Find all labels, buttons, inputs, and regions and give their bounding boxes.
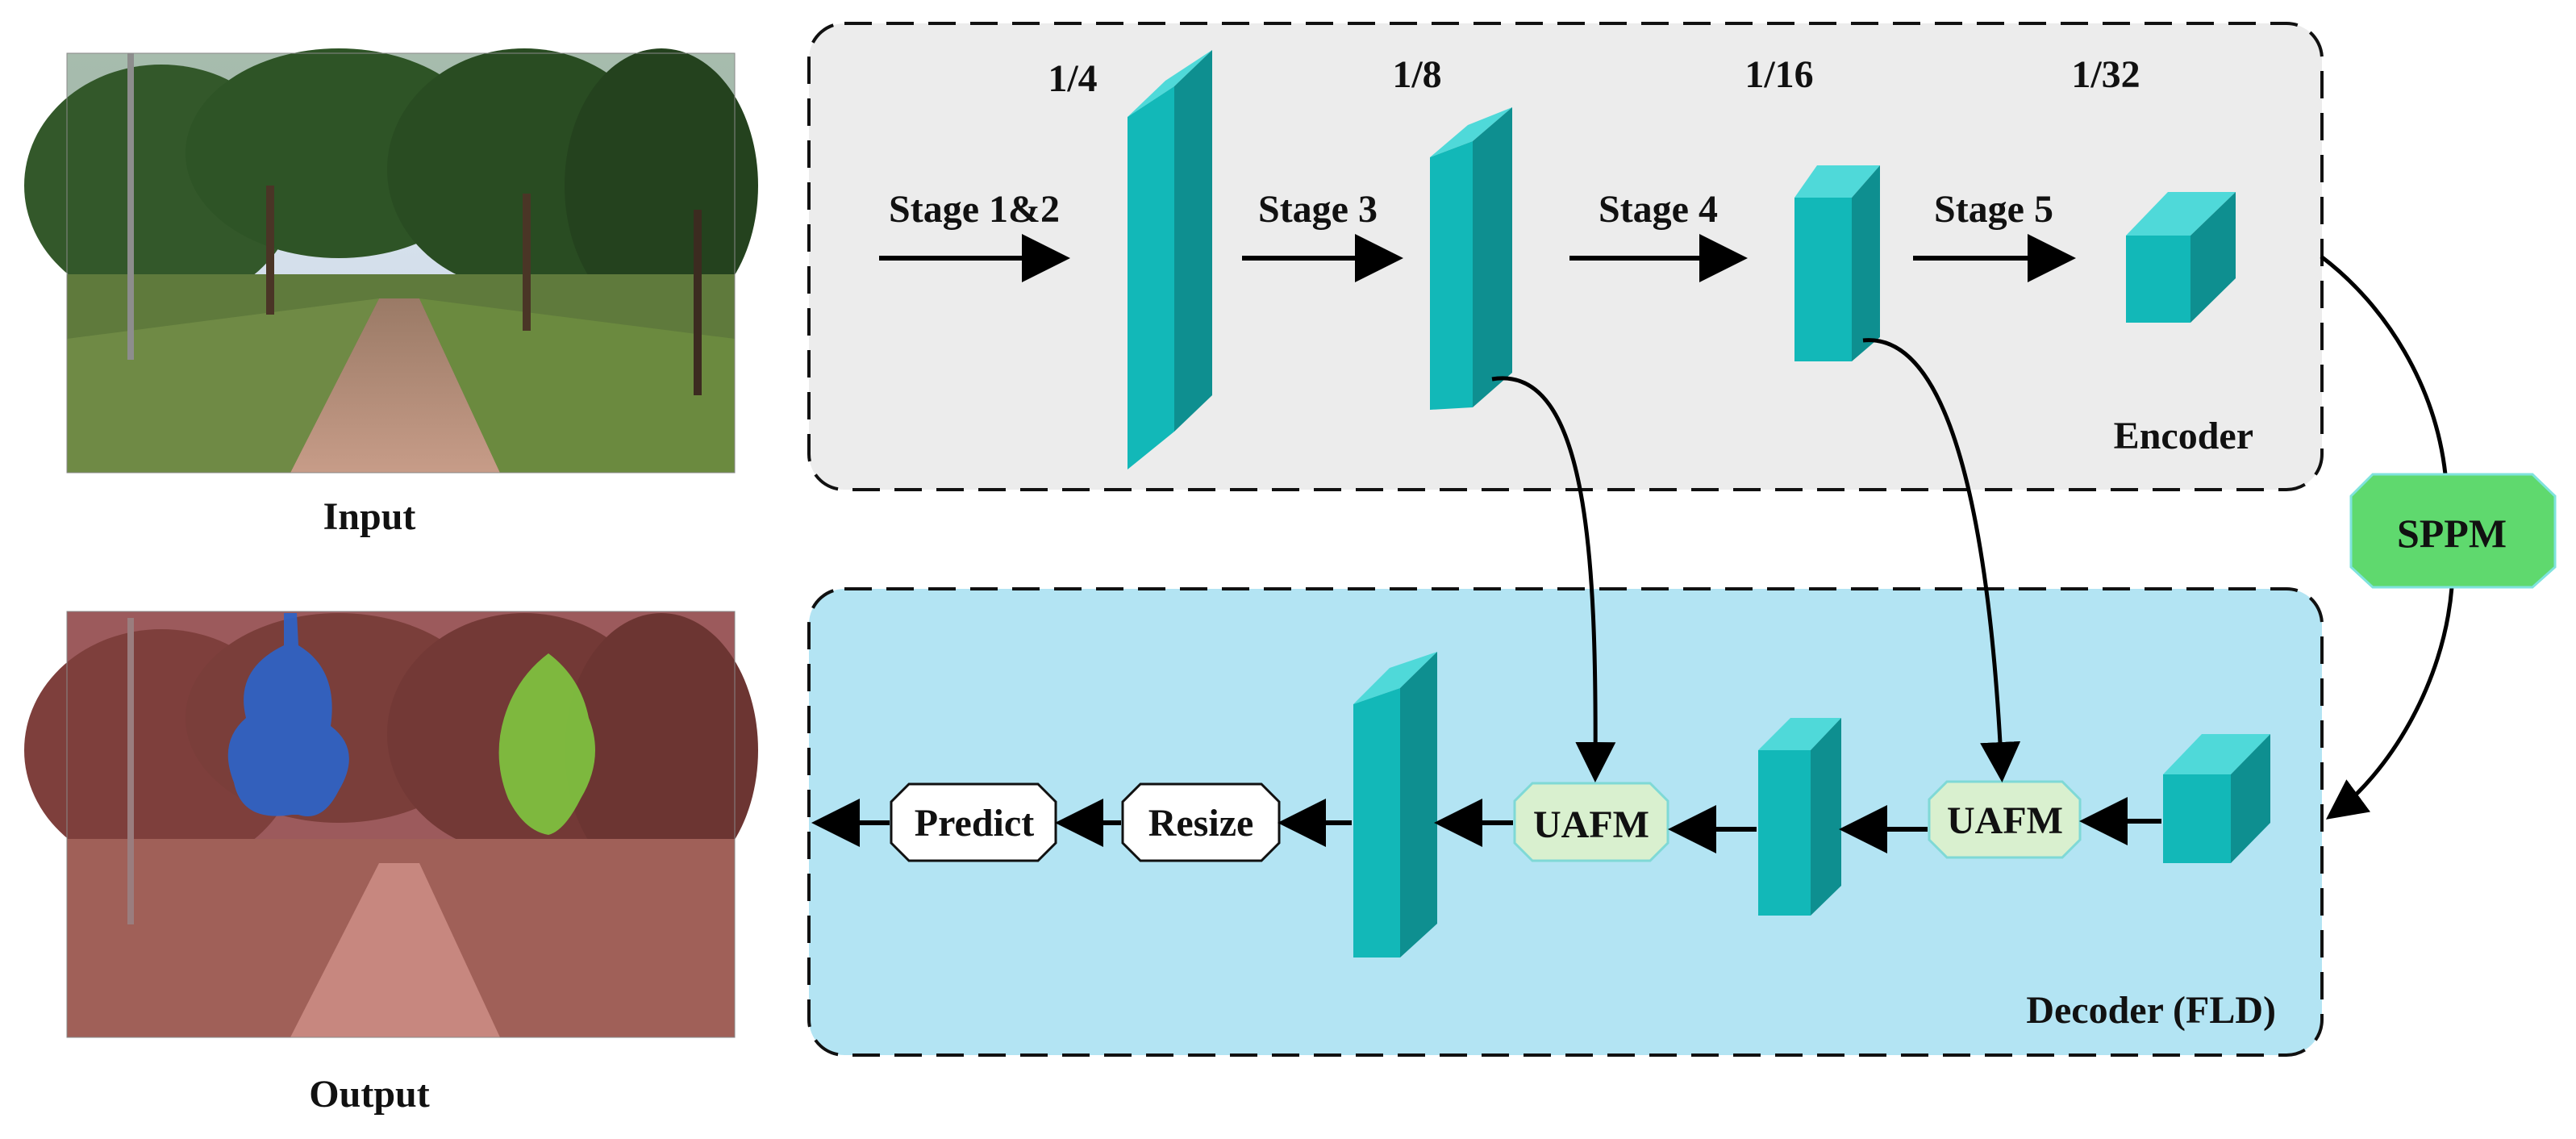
scale-label: 1/32	[2071, 53, 2140, 96]
output-photo	[24, 611, 758, 1038]
resize-label: Resize	[1148, 802, 1254, 845]
stage-label: Stage 5	[1934, 188, 2053, 231]
stage-label: Stage 4	[1599, 188, 1718, 231]
scale-label: 1/8	[1392, 53, 1441, 96]
stage-label: Stage 1&2	[889, 188, 1060, 231]
encoder-title: Encoder	[2114, 415, 2253, 457]
feature-map-eighth	[1430, 107, 1512, 410]
sppm-block: SPPM	[2349, 473, 2557, 589]
uafm-block-right: UAFM	[1928, 780, 2082, 859]
decoder-feature-map-large	[1353, 652, 1437, 958]
sppm-in-connector	[2320, 255, 2448, 475]
input-photo	[24, 48, 758, 474]
tree-b-mask	[498, 653, 595, 835]
skip-connection	[1491, 376, 1616, 782]
decoder-title: Decoder (FLD)	[2026, 989, 2276, 1032]
uafm-block-left: UAFM	[1513, 782, 1669, 862]
skip-connection	[1862, 338, 2021, 782]
predict-block: Predict	[890, 782, 1057, 862]
scale-label: 1/4	[1048, 57, 1097, 100]
feature-map-quarter	[1128, 50, 1212, 469]
stage-label: Stage 3	[1258, 188, 1378, 231]
feature-map-thirtysecond	[2126, 192, 2236, 323]
tree-a-mask	[227, 613, 349, 816]
resize-block: Resize	[1121, 782, 1281, 862]
feature-map-sixteenth	[1794, 165, 1880, 361]
sppm-label: SPPM	[2397, 511, 2507, 556]
output-caption: Output	[309, 1073, 429, 1116]
sppm-out-connector	[2325, 586, 2454, 820]
decoder-feature-map-input	[2163, 734, 2270, 863]
input-caption: Input	[323, 495, 416, 538]
decoder-feature-map-mid	[1758, 718, 1841, 916]
predict-label: Predict	[915, 802, 1034, 845]
uafm-label: UAFM	[1947, 799, 2063, 842]
scale-label: 1/16	[1744, 53, 1813, 96]
uafm-label: UAFM	[1533, 803, 1649, 846]
